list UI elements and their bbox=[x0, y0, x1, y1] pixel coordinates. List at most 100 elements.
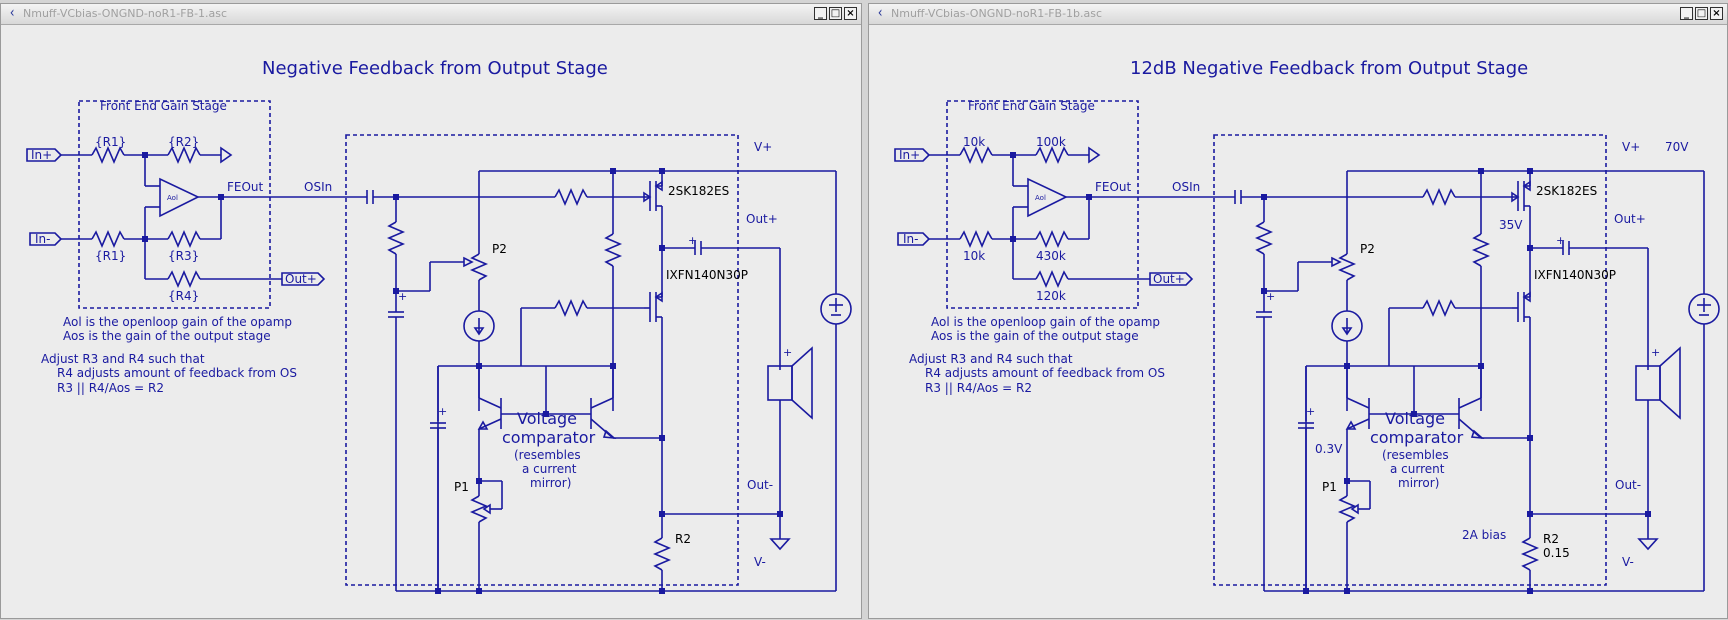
resembles-line-1: (resembles bbox=[1382, 448, 1449, 462]
front-end-box bbox=[78, 100, 271, 309]
opamp-aol bbox=[159, 177, 200, 218]
out-minus-label: Out- bbox=[1615, 478, 1641, 492]
schematic-svg[interactable]: 12dB Negative Feedback from Output Stage… bbox=[870, 26, 1728, 616]
osin-label: OSIn bbox=[304, 180, 332, 194]
junctions bbox=[142, 152, 783, 594]
ground-symbol bbox=[1637, 538, 1659, 551]
minimize-button[interactable]: _ bbox=[814, 7, 827, 20]
p1-label: P1 bbox=[454, 480, 469, 494]
cap-plus-mark: + bbox=[1266, 290, 1275, 303]
cap-plus-mark: + bbox=[1556, 234, 1565, 247]
bias-label: 2A bias bbox=[1462, 528, 1506, 542]
note-line-1: Aol is the openloop gain of the opamp bbox=[931, 315, 1160, 329]
resistor-r2-output bbox=[1520, 537, 1540, 571]
mosfet-bottom-label: IXFN140N30P bbox=[1534, 268, 1616, 282]
adjust-line-2: R4 adjusts amount of feedback from OS bbox=[925, 366, 1165, 380]
close-button[interactable]: × bbox=[1710, 7, 1723, 20]
bias-resistor bbox=[386, 221, 406, 255]
p2-label: P2 bbox=[492, 242, 507, 256]
in-minus-port bbox=[29, 232, 63, 246]
comparator-label-1: Voltage bbox=[1385, 409, 1445, 428]
resistor-r3 bbox=[1035, 229, 1069, 249]
r2-output-label: R2 bbox=[675, 532, 691, 546]
window-title: Nmuff-VCbias-ONGND-noR1-FB-1.asc bbox=[23, 7, 228, 20]
speaker-plus-mark: + bbox=[783, 346, 792, 359]
wires bbox=[894, 100, 1720, 592]
resistor-r2-output bbox=[652, 537, 672, 571]
window-titlebar[interactable]: ᚲ Nmuff-VCbias-ONGND-noR1-FB-1.asc _ □ × bbox=[1, 4, 861, 25]
r2-output-value: 0.15 bbox=[1543, 546, 1570, 560]
r1-top-label: {R1} bbox=[95, 135, 126, 149]
mosfet-top-label: 2SK182ES bbox=[668, 184, 729, 198]
out-plus-port-label: Out+ bbox=[285, 272, 317, 286]
resistor-r4 bbox=[1035, 269, 1069, 289]
adjust-line-2: R4 adjusts amount of feedback from OS bbox=[57, 366, 297, 380]
window-controls: _ □ × bbox=[814, 7, 857, 20]
resembles-line-1: (resembles bbox=[514, 448, 581, 462]
comparator-label-1: Voltage bbox=[517, 409, 577, 428]
opamp-label: Aol bbox=[1035, 194, 1046, 202]
note-line-1: Aol is the openloop gain of the opamp bbox=[63, 315, 292, 329]
adjust-line-3: R3 || R4/Aos = R2 bbox=[57, 381, 164, 395]
r3-label: {R3} bbox=[168, 249, 199, 263]
pullup-resistor bbox=[603, 233, 623, 267]
resistor-r2 bbox=[167, 145, 201, 165]
resembles-line-2: a current bbox=[1390, 462, 1445, 476]
speaker bbox=[767, 365, 793, 401]
resistor-r1-bottom bbox=[959, 229, 993, 249]
p2-label: P2 bbox=[1360, 242, 1375, 256]
window-title: Nmuff-VCbias-ONGND-noR1-FB-1b.asc bbox=[891, 7, 1103, 20]
note-line-2: Aos is the gain of the output stage bbox=[63, 329, 271, 343]
window-controls: _ □ × bbox=[1680, 7, 1723, 20]
resistor-r3 bbox=[167, 229, 201, 249]
out-plus-port bbox=[1149, 272, 1194, 286]
r4-label: 120k bbox=[1036, 289, 1066, 303]
potentiometer-p2 bbox=[469, 253, 489, 281]
v-plus-value: 70V bbox=[1665, 140, 1689, 154]
schematic-window-right[interactable]: ᚲ Nmuff-VCbias-ONGND-noR1-FB-1b.asc _ □ … bbox=[868, 3, 1728, 619]
schematic-window-left[interactable]: ᚲ Nmuff-VCbias-ONGND-noR1-FB-1.asc _ □ × bbox=[0, 3, 862, 619]
bias-resistor bbox=[1254, 221, 1274, 255]
feedback-resistor bbox=[554, 298, 588, 318]
maximize-button[interactable]: □ bbox=[829, 7, 842, 20]
wires bbox=[26, 100, 852, 592]
minimize-button[interactable]: _ bbox=[1680, 7, 1693, 20]
out-plus-port bbox=[281, 272, 326, 286]
ltspice-app-icon: ᚲ bbox=[8, 6, 16, 20]
schematic-canvas[interactable]: 12dB Negative Feedback from Output Stage… bbox=[870, 26, 1728, 620]
window-titlebar[interactable]: ᚲ Nmuff-VCbias-ONGND-noR1-FB-1b.asc _ □ … bbox=[869, 4, 1727, 25]
output-stage-box bbox=[1213, 134, 1607, 586]
p1-wiper-arrow bbox=[1350, 503, 1359, 515]
resistor-r4 bbox=[167, 269, 201, 289]
resistor-r1-top bbox=[959, 145, 993, 165]
opamp-aol bbox=[1027, 177, 1068, 218]
in-minus-port bbox=[897, 232, 931, 246]
resistor-r1-top bbox=[91, 145, 125, 165]
comparator-label-2: comparator bbox=[502, 428, 596, 447]
r4-label: {R4} bbox=[168, 289, 199, 303]
cap-plus-mark: + bbox=[1306, 405, 1315, 418]
potentiometer-p1 bbox=[469, 495, 489, 523]
v-plus-label: V+ bbox=[754, 140, 772, 154]
output-stage-box bbox=[345, 134, 739, 586]
p2-wiper-arrow bbox=[463, 256, 474, 268]
feout-label: FEOut bbox=[227, 180, 264, 194]
front-end-label: Front End Gain Stage bbox=[100, 99, 227, 113]
p1-wiper-arrow bbox=[482, 503, 491, 515]
cap-plus-mark: + bbox=[438, 405, 447, 418]
resistor-r2 bbox=[1035, 145, 1069, 165]
in-plus-label: In+ bbox=[31, 148, 52, 162]
maximize-button[interactable]: □ bbox=[1695, 7, 1708, 20]
out-minus-label: Out- bbox=[747, 478, 773, 492]
front-end-label: Front End Gain Stage bbox=[968, 99, 1095, 113]
adjust-line-1: Adjust R3 and R4 such that bbox=[909, 352, 1073, 366]
speaker-plus-mark: + bbox=[1651, 346, 1660, 359]
schematic-canvas[interactable]: Negative Feedback from Output Stage Fron… bbox=[2, 26, 860, 620]
schematic-svg[interactable]: Negative Feedback from Output Stage Fron… bbox=[2, 26, 860, 616]
osin-label: OSIn bbox=[1172, 180, 1200, 194]
resistor-r1-bottom bbox=[91, 229, 125, 249]
close-button[interactable]: × bbox=[844, 7, 857, 20]
r2-label: 100k bbox=[1036, 135, 1066, 149]
gate-resistor bbox=[554, 187, 588, 207]
mosfet-top-label: 2SK182ES bbox=[1536, 184, 1597, 198]
